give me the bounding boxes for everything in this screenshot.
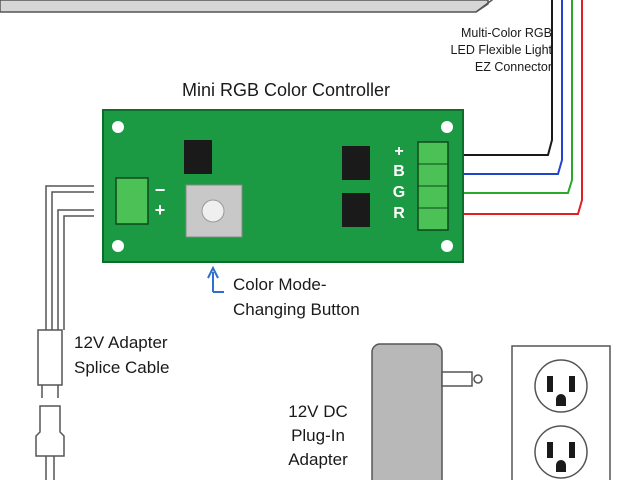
splice-cable-label-line: 12V Adapter bbox=[74, 333, 168, 352]
dc-plugin-adapter bbox=[371, 343, 483, 480]
button-pointer-arrow bbox=[207, 265, 224, 293]
rgb-wires bbox=[460, 0, 583, 215]
terminal-label-red: R bbox=[393, 205, 405, 222]
mount-hole bbox=[112, 121, 124, 133]
wire-blue bbox=[460, 0, 563, 175]
barrel-plug bbox=[35, 405, 65, 457]
wall-outlet bbox=[511, 345, 611, 480]
terminal-label-green: G bbox=[392, 184, 406, 201]
outlet-socket bbox=[534, 425, 588, 479]
led-strip-label-line: Multi-Color RGB bbox=[461, 26, 552, 40]
wire-black bbox=[460, 0, 553, 156]
led-strip-label: Multi-Color RGB LED Flexible Light EZ Co… bbox=[451, 25, 552, 76]
dc-adapter-label-line: Adapter bbox=[288, 450, 348, 469]
dc-adapter-label-line: Plug-In bbox=[291, 426, 345, 445]
outlet-socket bbox=[534, 359, 588, 413]
led-strip-label-line: LED Flexible Light bbox=[450, 43, 552, 57]
wire-green bbox=[460, 0, 573, 194]
terminal-label-plus: + bbox=[394, 143, 404, 160]
mount-hole bbox=[441, 121, 453, 133]
splice-cable-label: 12V Adapter Splice Cable bbox=[74, 330, 169, 380]
controller-title: Mini RGB Color Controller bbox=[181, 80, 391, 100]
button-label: Color Mode- Changing Button bbox=[233, 272, 360, 322]
power-input-terminal bbox=[115, 177, 149, 225]
barrel-jack bbox=[37, 329, 63, 386]
button-label-line: Changing Button bbox=[233, 300, 360, 319]
power-label-negative: − bbox=[154, 180, 166, 200]
chip bbox=[184, 140, 212, 174]
wire-red bbox=[460, 0, 583, 215]
power-label-positive: + bbox=[154, 200, 166, 220]
led-strip-label-line: EZ Connector bbox=[474, 60, 552, 74]
led-flexible-light-strip bbox=[0, 0, 494, 13]
adapter-splice-cable bbox=[35, 185, 94, 480]
splice-cable-label-line: Splice Cable bbox=[74, 358, 170, 377]
dc-adapter-label: 12V DC Plug-In Adapter bbox=[270, 400, 366, 472]
button-label-line: Color Mode- bbox=[233, 275, 327, 294]
chip bbox=[342, 146, 370, 180]
mount-hole bbox=[441, 240, 453, 252]
terminal-label-blue: B bbox=[393, 163, 405, 180]
chip bbox=[342, 193, 370, 227]
color-mode-button[interactable] bbox=[185, 184, 243, 238]
mount-hole bbox=[112, 240, 124, 252]
dc-adapter-label-line: 12V DC bbox=[288, 402, 348, 421]
controller-board bbox=[102, 109, 464, 263]
